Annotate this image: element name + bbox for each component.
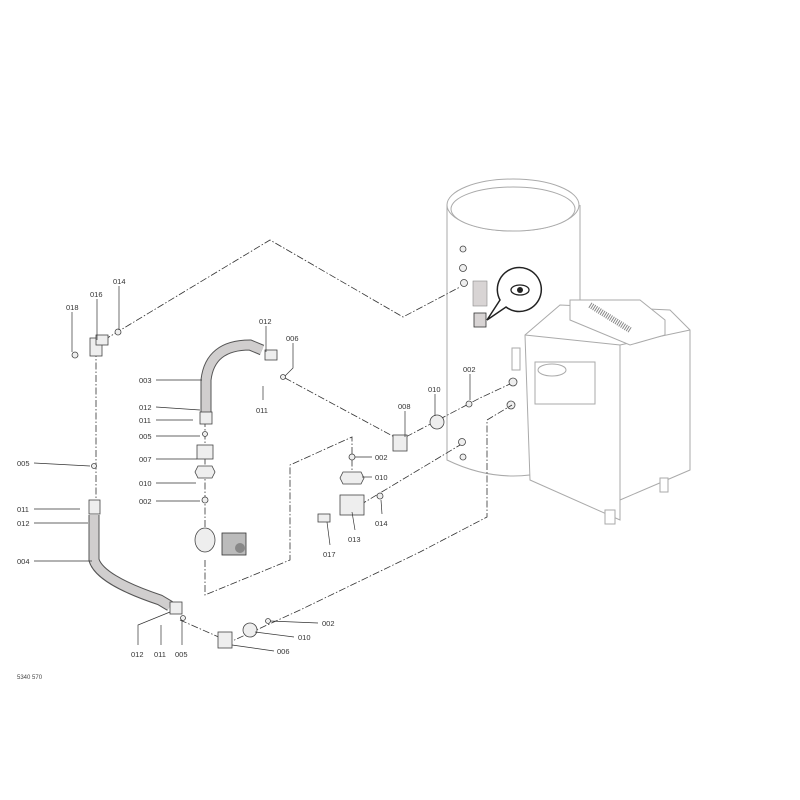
label-002: 002 <box>463 365 476 374</box>
drawing-number: 5340 570 <box>17 675 43 681</box>
label-012: 012 <box>259 317 272 326</box>
label-012: 012 <box>131 650 144 659</box>
label-013: 013 <box>348 535 361 544</box>
label-010: 010 <box>375 473 388 482</box>
boiler-unit <box>506 299 691 525</box>
label-017: 017 <box>323 550 336 559</box>
label-002: 002 <box>322 619 335 628</box>
label-006: 006 <box>286 334 299 343</box>
label-004: 004 <box>17 557 30 566</box>
label-006: 006 <box>277 647 290 656</box>
label-018: 018 <box>66 303 79 312</box>
label-011: 011 <box>154 650 166 659</box>
eye-icon <box>486 266 542 321</box>
label-016: 016 <box>90 290 103 299</box>
label-002: 002 <box>375 453 388 462</box>
label-002: 002 <box>139 497 152 506</box>
label-005: 005 <box>175 650 188 659</box>
label-003: 003 <box>139 376 152 385</box>
label-012: 012 <box>139 403 152 412</box>
label-014: 014 <box>113 277 126 286</box>
label-010: 010 <box>428 385 441 394</box>
label-005: 005 <box>17 459 30 468</box>
label-011: 011 <box>17 505 29 514</box>
label-010: 010 <box>298 633 311 642</box>
label-011: 011 <box>256 406 268 415</box>
label-007: 007 <box>139 455 152 464</box>
label-011: 011 <box>139 416 151 425</box>
label-014: 014 <box>375 519 388 528</box>
flexible-hose-004 <box>88 515 173 611</box>
label-012: 012 <box>17 519 30 528</box>
flexible-hose-003 <box>200 339 265 412</box>
part-labels: 018 016 014 012 006 003 011 012 011 005 … <box>17 277 476 681</box>
label-010: 010 <box>139 479 152 488</box>
fittings <box>71 328 473 649</box>
leader-lines <box>33 286 471 652</box>
label-008: 008 <box>398 402 411 411</box>
label-005: 005 <box>139 432 152 441</box>
